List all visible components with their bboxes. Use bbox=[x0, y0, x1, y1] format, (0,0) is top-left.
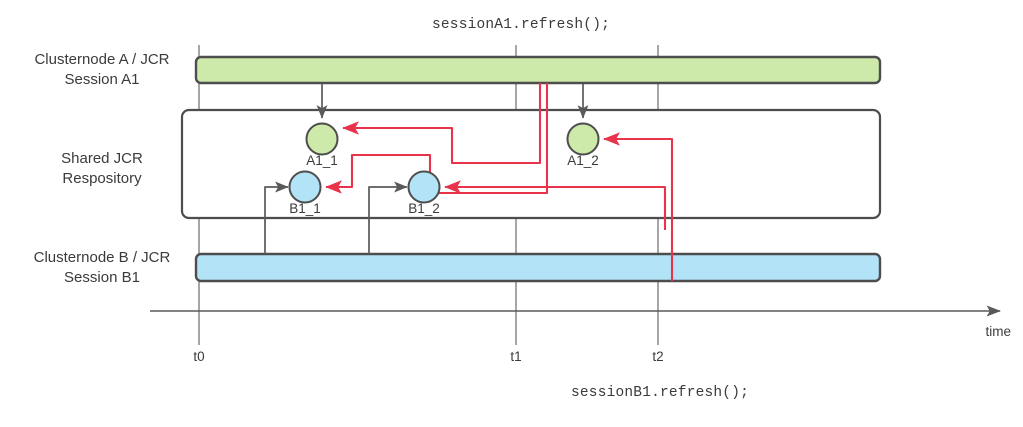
node-b1-2[interactable] bbox=[407, 170, 441, 204]
lane-labels: Clusternode A / JCR Session A1 Shared JC… bbox=[34, 51, 171, 286]
lane-a-label-line2: Session A1 bbox=[64, 71, 139, 88]
annotation-session-b1-refresh: sessionB1.refresh(); bbox=[571, 385, 749, 401]
lane-bar-clusternode-a bbox=[194, 55, 882, 85]
node-label-a1-2: A1_2 bbox=[567, 153, 599, 168]
lane-bar-clusternode-b bbox=[194, 252, 882, 283]
node-a1-2[interactable] bbox=[566, 122, 600, 156]
write-arrows-gray bbox=[264, 84, 589, 254]
time-tick-labels: t0 t1 t2 bbox=[193, 349, 663, 364]
refresh-arrow-a1-2-from-t2 bbox=[603, 132, 674, 281]
time-axis: time bbox=[150, 305, 1011, 339]
lane-repo-label-line2: Respository bbox=[62, 170, 142, 187]
repository-nodes: A1_1 A1_2 B1_1 B1_2 bbox=[288, 122, 600, 216]
refresh-arrow-b1-2-from-t2 bbox=[444, 180, 667, 230]
node-label-a1-1: A1_1 bbox=[306, 153, 338, 168]
node-b1-1[interactable] bbox=[288, 170, 322, 204]
time-axis-label: time bbox=[985, 324, 1011, 339]
refresh-arrow-a1-1-from-t1 bbox=[342, 83, 542, 165]
refresh-arrows-red bbox=[325, 83, 674, 281]
write-arrow-b1-1 bbox=[264, 181, 289, 254]
refresh-arrow-b1-1-from-t1 bbox=[325, 83, 549, 195]
tick-label-t1: t1 bbox=[510, 349, 521, 364]
tick-label-t0: t0 bbox=[193, 349, 204, 364]
annotations: sessionA1.refresh(); sessionB1.refresh()… bbox=[432, 17, 749, 401]
lane-repo-label-line1: Shared JCR bbox=[61, 150, 143, 167]
lane-b-label-line1: Clusternode B / JCR bbox=[34, 249, 171, 266]
annotation-session-a1-refresh: sessionA1.refresh(); bbox=[432, 17, 610, 33]
node-label-b1-1: B1_1 bbox=[289, 201, 321, 216]
write-arrow-b1-2 bbox=[368, 181, 408, 254]
tick-label-t2: t2 bbox=[652, 349, 663, 364]
node-label-b1-2: B1_2 bbox=[408, 201, 440, 216]
node-a1-1[interactable] bbox=[305, 122, 339, 156]
lane-b-label-line2: Session B1 bbox=[64, 269, 140, 286]
lane-a-label-line1: Clusternode A / JCR bbox=[34, 51, 169, 68]
